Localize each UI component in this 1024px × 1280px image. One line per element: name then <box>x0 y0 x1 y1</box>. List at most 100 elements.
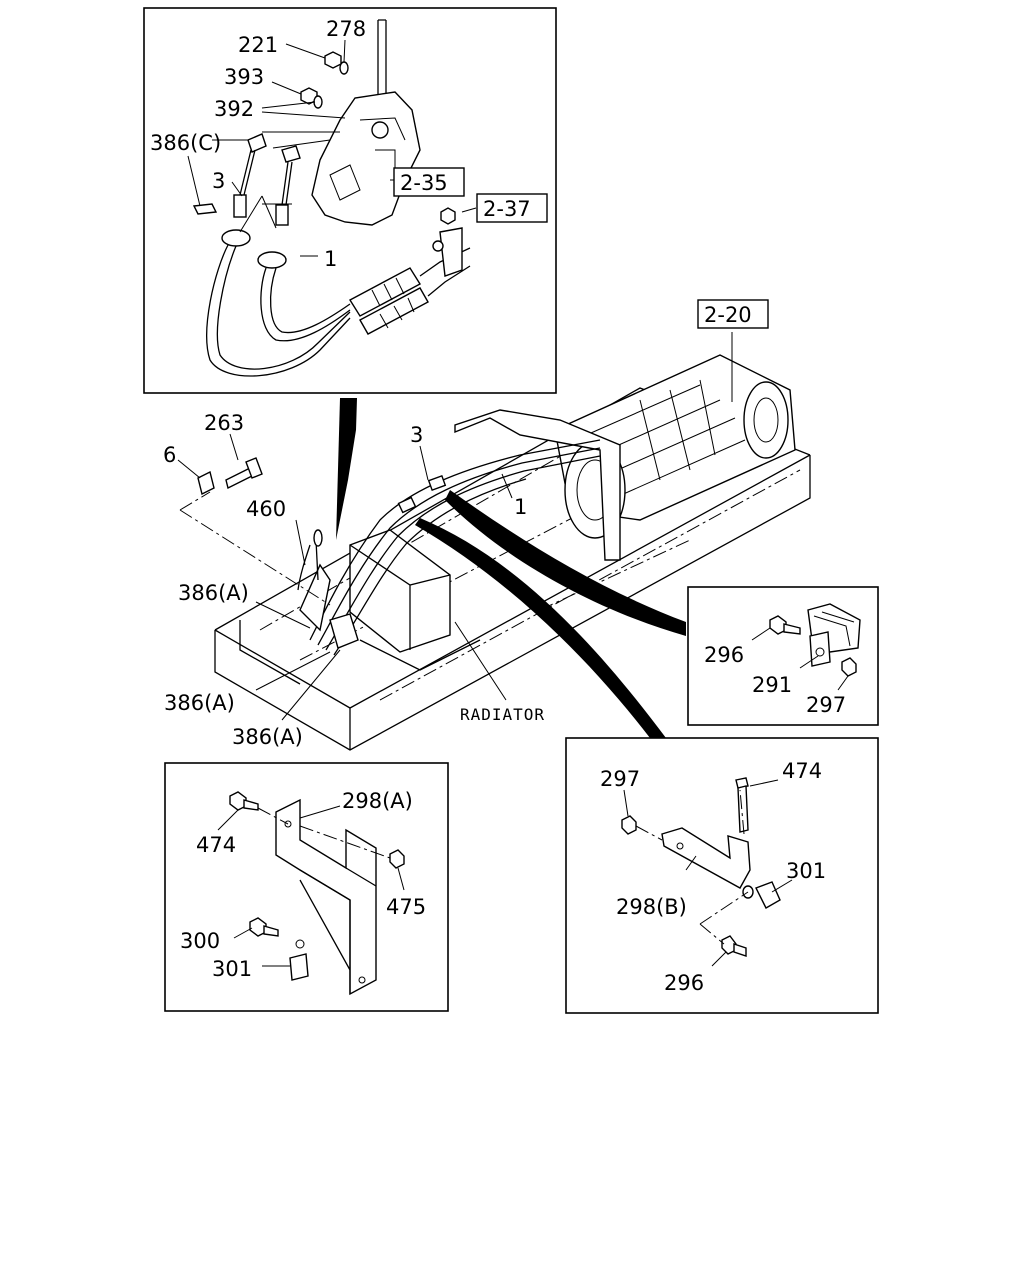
bracket-hole-1 <box>284 820 292 828</box>
transmission-output <box>743 381 789 459</box>
lever-knob <box>313 529 323 547</box>
bolt-296-shank <box>783 623 801 635</box>
nut-2-37 <box>440 207 456 225</box>
clip-386c <box>192 203 218 215</box>
callout-wedge-lower-right <box>415 518 666 738</box>
bolt-263-head <box>245 457 263 479</box>
cable-3 <box>206 244 351 377</box>
inset-bracket-298b: 297 474 301 298(B) 296 <box>565 737 879 1014</box>
inset-bracket-298a: 474 298(A) 475 300 301 <box>164 762 449 1012</box>
label-386a-2: 386(A) <box>164 691 235 715</box>
cable-bundle-4 <box>333 478 527 656</box>
label-3-top: 3 <box>212 169 225 193</box>
nut-475 <box>389 849 405 869</box>
clip-386a <box>329 613 359 649</box>
ref-box-2-35 <box>393 167 465 197</box>
label-br297: 297 <box>600 767 640 791</box>
cable-adjuster-1 <box>349 267 421 317</box>
bolt-474-shank <box>243 799 259 811</box>
guide-lines-top <box>239 195 292 233</box>
label-br301: 301 <box>786 859 826 883</box>
cable-end-1 <box>281 145 301 163</box>
leader-lines-bottom-right <box>623 779 793 967</box>
bolt-300-shank <box>263 925 279 937</box>
cable-sleeve-1 <box>275 204 289 226</box>
leader-lines-main <box>177 332 733 721</box>
inset-frame-right <box>687 586 879 726</box>
label-r297: 297 <box>806 693 846 717</box>
transmission-detail <box>574 379 746 501</box>
label-386a-1: 386(A) <box>178 581 249 605</box>
label-br298b: 298(B) <box>616 895 687 919</box>
ref-2-37: 2-37 <box>483 197 531 221</box>
bracket-298a <box>275 798 377 996</box>
radiator-edges <box>349 544 451 650</box>
leader-lines-bottom-left <box>217 805 405 967</box>
bracket-298a-edges <box>299 867 377 994</box>
label-radiator: RADIATOR <box>460 705 545 724</box>
clip-291-detail <box>813 611 855 647</box>
label-278: 278 <box>326 17 366 41</box>
bundle-clip-2 <box>397 496 417 514</box>
label-r291: 291 <box>752 673 792 697</box>
bolt-br474-head <box>735 777 749 789</box>
grommet-3 <box>221 229 251 247</box>
lever-base <box>299 563 331 632</box>
washer-392 <box>313 95 323 109</box>
inset-frame-top <box>143 7 557 394</box>
radiator-block <box>349 529 451 653</box>
cable-bundle-3 <box>325 455 601 651</box>
cable-adjuster-2 <box>359 287 429 335</box>
label-1-main: 1 <box>514 495 527 519</box>
leader-lines-right <box>751 627 849 691</box>
inset-frame-bottom-right <box>565 737 879 1014</box>
inset-clip-291: 296 291 297 <box>687 586 879 726</box>
clip-6 <box>197 470 215 496</box>
bolt-263-shank <box>225 466 253 490</box>
ref-box-2-37 <box>476 193 548 223</box>
cable-rod-3 <box>239 149 256 196</box>
housing-detail <box>329 117 406 201</box>
label-6: 6 <box>163 443 176 467</box>
assembly-line-263 <box>179 491 331 606</box>
label-br474: 474 <box>782 759 822 783</box>
callout-wedge-top <box>336 398 357 540</box>
nut-297 <box>841 657 857 677</box>
cable-1 <box>260 267 351 342</box>
cable-end-3 <box>247 133 267 153</box>
clip-301-washer <box>295 939 305 949</box>
assembly-line-298a <box>257 807 391 859</box>
bolt-br296-shank <box>733 943 747 957</box>
bracket-bolt <box>432 240 444 252</box>
nut-br297 <box>621 815 637 835</box>
cable-sleeve-3 <box>233 194 247 218</box>
nut-221 <box>324 51 342 69</box>
label-263: 263 <box>204 411 244 435</box>
label-bl475: 475 <box>386 895 426 919</box>
ref-box-2-20 <box>697 299 769 329</box>
lever-housing <box>311 91 421 226</box>
main-chassis-view: 263 6 460 3 1 386(A) 386(A) 386(A) RADIA… <box>163 299 811 751</box>
adjuster-threads <box>371 277 415 329</box>
clip-291-hole <box>815 647 825 657</box>
cable-bundle-1 <box>309 439 601 641</box>
housing-pivot <box>371 121 389 139</box>
frame-centerlines <box>259 409 801 701</box>
shift-lever-rod <box>377 19 387 96</box>
label-460: 460 <box>246 497 286 521</box>
cable-bracket <box>439 227 463 277</box>
bundle-clip-1 <box>427 475 447 491</box>
inset-shift-lever: 278 221 393 392 386(C) 3 1 2-35 2-37 <box>143 7 557 394</box>
cable-rod-1 <box>281 161 293 206</box>
clip-291-plate <box>809 631 831 667</box>
label-392: 392 <box>214 97 254 121</box>
callout-wedge-right <box>445 490 686 636</box>
clip-br301 <box>755 881 781 909</box>
label-386c: 386(C) <box>150 131 221 155</box>
cable-bundle-2 <box>317 447 601 646</box>
grommet-1 <box>257 251 287 269</box>
label-r296: 296 <box>704 643 744 667</box>
label-386a-3: 386(A) <box>232 725 303 749</box>
label-bl474: 474 <box>196 833 236 857</box>
